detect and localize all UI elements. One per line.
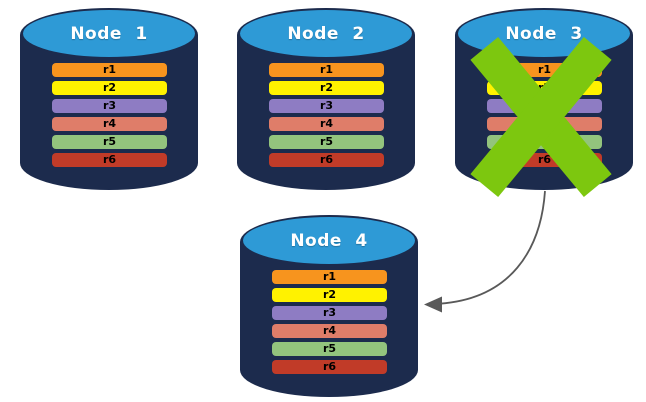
replica-row-r5: r5 (272, 342, 387, 356)
node-label: Node 2 (287, 23, 365, 44)
replica-rows: r1 r2 r3 r4 r5 r6 (269, 63, 384, 167)
replica-row-r2: r2 (52, 81, 167, 95)
replica-row-r1: r1 (272, 270, 387, 284)
replica-row-r6: r6 (269, 153, 384, 167)
replica-row-r4: r4 (52, 117, 167, 131)
arrow-curve (433, 190, 546, 305)
cylinder-top: Node 2 (240, 10, 412, 57)
db-node-1: Node 1 r1 r2 r3 r4 r5 r6 (20, 8, 198, 190)
replica-row-r2: r2 (272, 288, 387, 302)
replica-row-r5: r5 (269, 135, 384, 149)
cylinder-top: Node 1 (23, 10, 195, 57)
arrowhead-icon (424, 296, 442, 313)
node-label: Node 4 (290, 230, 368, 251)
replica-row-r3: r3 (52, 99, 167, 113)
replica-row-r4: r4 (269, 117, 384, 131)
replica-row-r6: r6 (272, 360, 387, 374)
replica-row-r1: r1 (52, 63, 167, 77)
replica-row-r5: r5 (52, 135, 167, 149)
replica-row-r1: r1 (269, 63, 384, 77)
replica-rows: r1 r2 r3 r4 r5 r6 (272, 270, 387, 374)
cylinder-top: Node 4 (243, 217, 415, 264)
replica-row-r2: r2 (269, 81, 384, 95)
node-label: Node 3 (505, 23, 583, 44)
failure-x-icon (470, 36, 612, 198)
replica-row-r4: r4 (272, 324, 387, 338)
replica-row-r3: r3 (269, 99, 384, 113)
db-node-4: Node 4 r1 r2 r3 r4 r5 r6 (240, 215, 418, 397)
node-label: Node 1 (70, 23, 148, 44)
replica-row-r3: r3 (272, 306, 387, 320)
replica-row-r6: r6 (52, 153, 167, 167)
db-node-2: Node 2 r1 r2 r3 r4 r5 r6 (237, 8, 415, 190)
replica-rows: r1 r2 r3 r4 r5 r6 (52, 63, 167, 167)
